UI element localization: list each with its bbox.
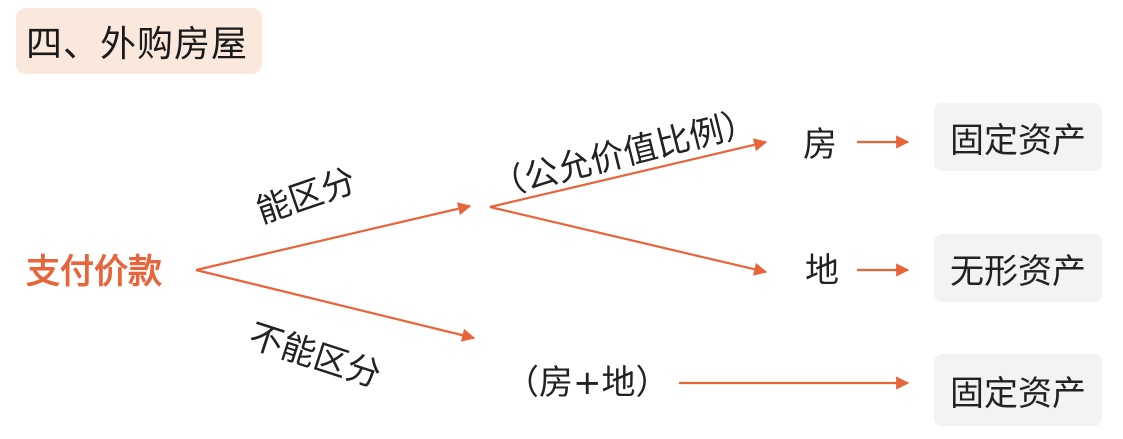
result-box-intangible-asset: 无形资产 — [934, 234, 1102, 302]
result-label-combined-fixed-asset: 固定资产 — [950, 373, 1086, 414]
node-house: 房 — [803, 125, 837, 165]
result-label-intangible-asset: 无形资产 — [950, 251, 1086, 292]
arrow-to-separable — [195, 202, 472, 272]
arrow-to-land — [489, 205, 768, 276]
arrow-to-inseparable — [195, 268, 476, 342]
node-land: 地 — [805, 251, 839, 291]
arrow-to-house — [489, 138, 768, 209]
result-box-fixed-asset: 固定资产 — [934, 103, 1102, 171]
result-label-fixed-asset: 固定资产 — [950, 120, 1086, 161]
node-house-and-land: （房+地） — [505, 363, 670, 403]
section-title: 四、外购房屋 — [26, 24, 249, 65]
section-title-badge: 四、外购房屋 — [16, 8, 262, 74]
root-node-payment: 支付价款 — [26, 252, 162, 292]
result-box-combined-fixed-asset: 固定资产 — [934, 354, 1102, 426]
